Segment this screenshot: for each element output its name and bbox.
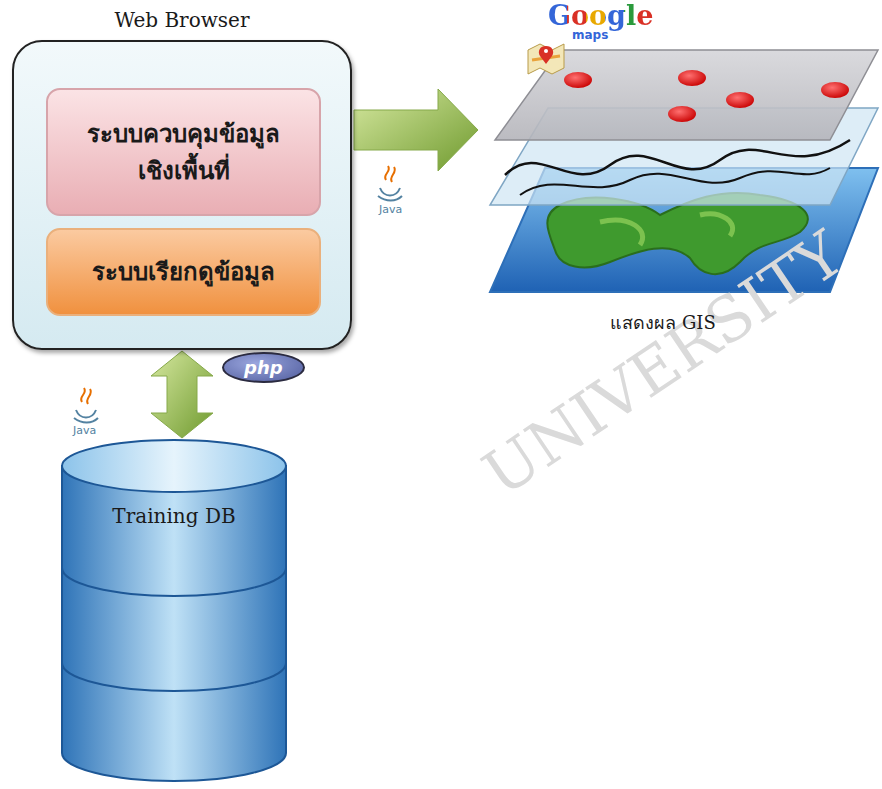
database-cylinder: Training DB <box>60 438 288 783</box>
logo-text: Google <box>548 0 653 31</box>
php-logo: php <box>222 352 305 383</box>
process-box: ระบบควบคุมข้อมูล เชิงเพื้นที่ <box>46 88 321 216</box>
flow-arrow <box>151 351 213 438</box>
browser-panel: ระบบควบคุมข้อมูล เชิงเพื้นที่ระบบเรียกดู… <box>12 40 352 350</box>
node-text: ระบบเรียกดูข้อมูล <box>84 255 283 289</box>
node-text: Training DB <box>60 504 288 528</box>
road-line <box>505 140 850 175</box>
flow-arrow <box>354 89 478 171</box>
java-logo <box>378 166 402 201</box>
java-label: Java <box>379 203 402 216</box>
land-detail <box>600 214 733 245</box>
road-line <box>520 168 830 195</box>
java-logo <box>74 388 98 423</box>
map-icon <box>528 44 564 74</box>
point-marker <box>564 72 592 88</box>
panel-heading: Web Browser <box>14 8 350 32</box>
point-marker <box>678 70 706 86</box>
caption-text: แสดงผล GIS <box>478 308 848 337</box>
java-label: Java <box>73 424 96 437</box>
logo-text: maps <box>572 28 608 42</box>
database-shape <box>60 438 288 783</box>
point-marker <box>726 92 754 108</box>
process-box: ระบบเรียกดูข้อมูล <box>46 228 321 316</box>
node-text: ระบบควบคุมข้อมูล เชิงเพื้นที่ <box>69 115 299 189</box>
point-marker <box>668 106 696 122</box>
gis-display: แสดงผล GIS <box>478 40 878 335</box>
point-marker <box>821 82 849 98</box>
